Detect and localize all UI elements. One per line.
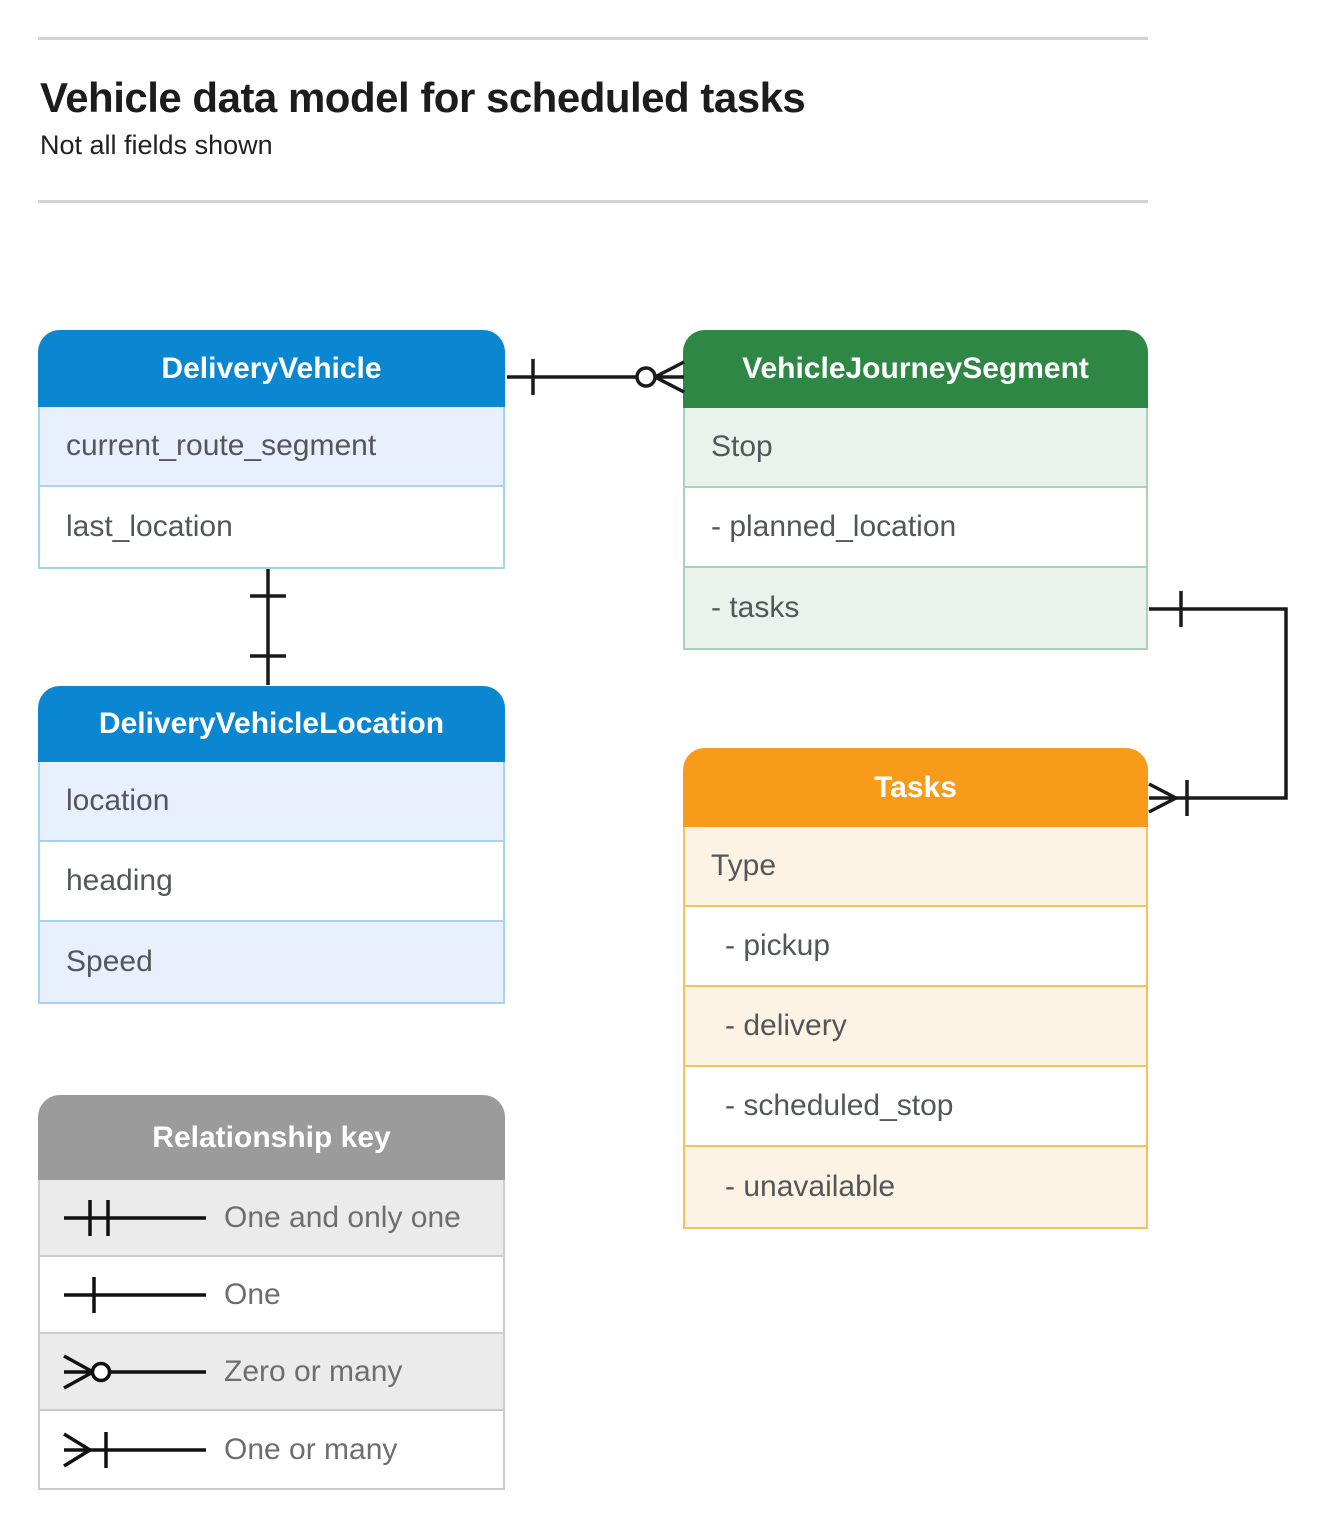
relationship-key-header: Relationship key	[38, 1095, 505, 1180]
relationship-key-title: Relationship key	[152, 1120, 391, 1154]
field-label: current_route_segment	[66, 429, 377, 462]
field-current-route-segment: current_route_segment	[40, 407, 503, 487]
field-label: heading	[66, 864, 173, 897]
field-unavailable: - unavailable	[685, 1147, 1146, 1227]
entity-tasks-body: Type - pickup - delivery - scheduled_sto…	[683, 827, 1148, 1229]
legend-row-one: One	[40, 1257, 503, 1334]
entity-tasks: Tasks Type - pickup - delivery - schedul…	[683, 748, 1148, 1229]
entity-delivery-vehicle-body: current_route_segment last_location	[38, 407, 505, 569]
legend-label: One and only one	[224, 1200, 461, 1234]
legend-label: One or many	[224, 1432, 398, 1466]
legend-label: One	[224, 1277, 281, 1311]
field-last-location: last_location	[40, 487, 503, 567]
entity-delivery-vehicle-location-header: DeliveryVehicleLocation	[38, 686, 505, 762]
field-label: Stop	[711, 430, 773, 463]
entity-delivery-vehicle: DeliveryVehicle current_route_segment la…	[38, 330, 505, 569]
legend-row-one-and-only-one: One and only one	[40, 1180, 503, 1257]
field-location: location	[40, 762, 503, 842]
field-planned-location: - planned_location	[685, 488, 1146, 568]
field-label: - pickup	[725, 929, 831, 962]
entity-vehicle-journey-segment-body: Stop - planned_location - tasks	[683, 408, 1148, 650]
field-label: - tasks	[711, 591, 800, 624]
relationship-key: Relationship key One and only one One Ze…	[38, 1095, 505, 1490]
field-type: Type	[685, 827, 1146, 907]
field-label: Type	[711, 849, 777, 882]
field-delivery: - delivery	[685, 987, 1146, 1067]
entity-vehicle-journey-segment-title: VehicleJourneySegment	[742, 352, 1089, 385]
one-and-only-one-symbol-icon	[60, 1190, 210, 1246]
page-title: Vehicle data model for scheduled tasks	[40, 74, 806, 121]
zero-circle-icon	[635, 366, 657, 388]
one-symbol-icon	[60, 1267, 210, 1323]
entity-vehicle-journey-segment-header: VehicleJourneySegment	[683, 330, 1148, 408]
entity-delivery-vehicle-title: DeliveryVehicle	[161, 351, 382, 385]
entity-delivery-vehicle-header: DeliveryVehicle	[38, 330, 505, 407]
entity-delivery-vehicle-location-title: DeliveryVehicleLocation	[98, 707, 445, 740]
connector-deliveryvehicle-to-deliveryvehiclelocation	[250, 569, 286, 685]
field-speed: Speed	[40, 922, 503, 1002]
many-crowfoot-icon	[654, 360, 685, 394]
relationship-key-body: One and only one One Zero or many One or…	[38, 1180, 505, 1490]
field-label: - planned_location	[711, 510, 957, 543]
legend-row-one-or-many: One or many	[40, 1411, 503, 1488]
field-tasks: - tasks	[685, 568, 1146, 648]
connector-deliveryvehicle-to-vehiclejourneysegment	[507, 359, 685, 395]
field-label: last_location	[66, 510, 233, 543]
legend-row-zero-or-many: Zero or many	[40, 1334, 503, 1411]
connector-tasks-field-to-tasks-entity	[1148, 591, 1288, 816]
field-stop: Stop	[685, 408, 1146, 488]
field-scheduled-stop: - scheduled_stop	[685, 1067, 1146, 1147]
field-label: - scheduled_stop	[725, 1089, 954, 1122]
entity-tasks-title: Tasks	[874, 770, 957, 804]
entity-vehicle-journey-segment: VehicleJourneySegment Stop - planned_loc…	[683, 330, 1148, 650]
field-pickup: - pickup	[685, 907, 1146, 987]
bottom-divider	[38, 200, 1148, 203]
entity-delivery-vehicle-location-body: location heading Speed	[38, 762, 505, 1004]
page-subtitle: Not all fields shown	[40, 130, 273, 160]
field-label: Speed	[66, 945, 153, 978]
field-label: - delivery	[725, 1009, 847, 1042]
field-label: location	[66, 784, 170, 817]
entity-delivery-vehicle-location: DeliveryVehicleLocation location heading…	[38, 686, 505, 1004]
top-divider	[38, 37, 1148, 40]
field-heading: heading	[40, 842, 503, 922]
zero-or-many-symbol-icon	[60, 1344, 210, 1400]
legend-label: Zero or many	[224, 1354, 403, 1388]
field-label: - unavailable	[725, 1170, 896, 1203]
entity-tasks-header: Tasks	[683, 748, 1148, 827]
one-tick-icon	[250, 594, 286, 658]
one-or-many-symbol-icon	[60, 1422, 210, 1478]
connector-line	[1149, 607, 1288, 800]
many-crowfoot-icon	[1148, 782, 1177, 814]
